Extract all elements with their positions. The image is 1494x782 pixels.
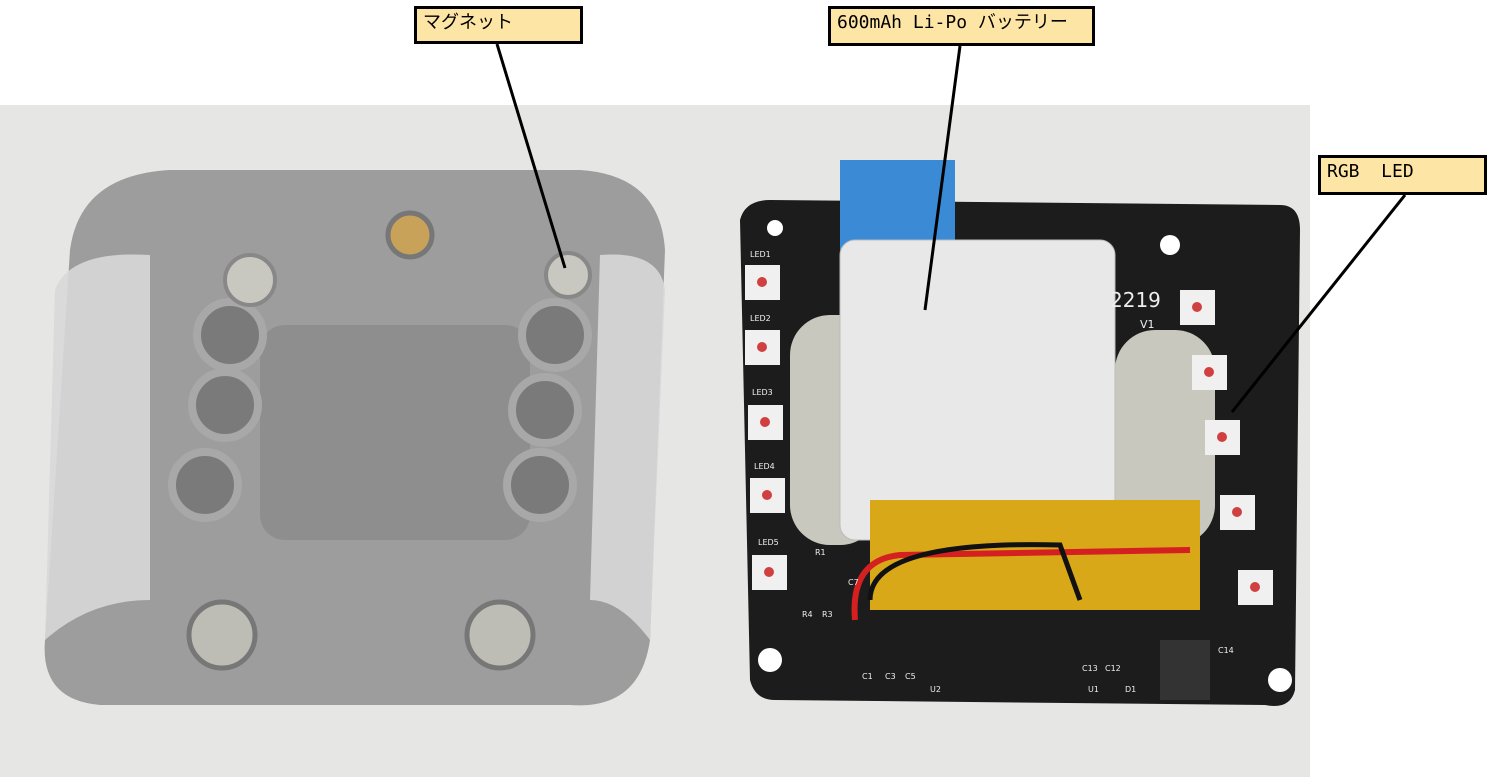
silk-led5: LED5 — [758, 538, 779, 547]
silk-c7: C7 — [848, 578, 859, 587]
battery-leader-line — [923, 45, 962, 311]
rgb-led-leader-line — [1230, 194, 1407, 413]
silk-led1: LED1 — [750, 250, 771, 259]
battery-label: 600mAh Li-Po バッテリー — [828, 6, 1095, 46]
pcb-board — [740, 160, 1300, 706]
silk-led4: LED4 — [754, 462, 775, 471]
magnet-leader-line — [495, 43, 567, 269]
silk-r3: R3 — [822, 610, 833, 619]
silk-v1: V1 — [1140, 318, 1155, 331]
silk-2219: 2219 — [1110, 288, 1161, 312]
silk-c13: C13 — [1082, 664, 1098, 673]
battery — [839, 239, 1116, 541]
silk-c3: C3 — [885, 672, 896, 681]
silk-led2: LED2 — [750, 314, 771, 323]
silk-led3: LED3 — [752, 388, 773, 397]
silk-c12: C12 — [1105, 664, 1121, 673]
silk-u2: U2 — [930, 685, 941, 694]
silk-u1: U1 — [1088, 685, 1099, 694]
silk-r4: R4 — [802, 610, 813, 619]
silk-c1: C1 — [862, 672, 873, 681]
magnet — [544, 251, 592, 299]
rgb-led-label: RGB LED — [1318, 155, 1487, 195]
enclosure-case — [44, 170, 666, 706]
silk-c5: C5 — [905, 672, 916, 681]
silk-d1: D1 — [1125, 685, 1137, 694]
silk-c14: C14 — [1218, 646, 1234, 655]
silk-r1: R1 — [815, 548, 826, 557]
magnet-label: マグネット — [414, 6, 583, 44]
